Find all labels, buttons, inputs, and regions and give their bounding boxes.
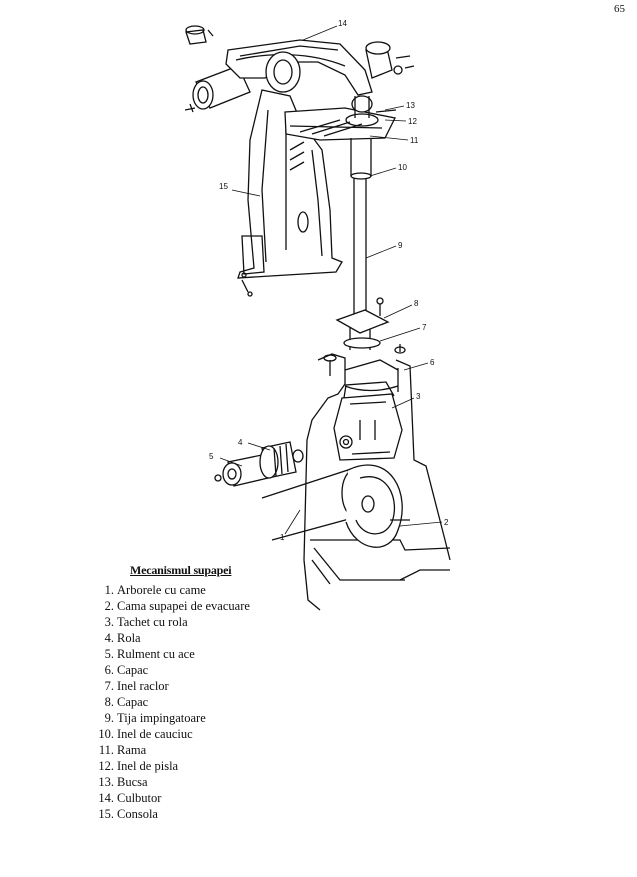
valve-mechanism-diagram: 14 13 12 11 10 9 15 8 7 6 3 4 5 1 2 xyxy=(184,19,451,611)
legend-item: 12.Inel de pisla xyxy=(98,759,179,773)
legend-item: 9.Tija impingatoare xyxy=(104,711,206,725)
callout-15: 15 xyxy=(219,182,228,191)
callout-2: 2 xyxy=(444,518,449,527)
parts-legend: 1.Arborele cu came 2.Cama supapei de eva… xyxy=(90,582,250,822)
leader-lines xyxy=(219,25,443,535)
legend-item: 10.Inel de cauciuc xyxy=(98,727,193,741)
legend-item: 4.Rola xyxy=(104,631,141,645)
callout-12: 12 xyxy=(408,117,417,126)
legend-item: 3.Tachet cu rola xyxy=(104,615,188,629)
callout-7: 7 xyxy=(422,323,427,332)
callout-3: 3 xyxy=(416,392,421,401)
callout-6: 6 xyxy=(430,358,435,367)
legend-item: 8.Capac xyxy=(104,695,149,709)
callout-13: 13 xyxy=(406,101,415,110)
legend-item: 2.Cama supapei de evacuare xyxy=(104,599,250,613)
legend-item: 7.Inel raclor xyxy=(104,679,169,693)
page-number: 65 xyxy=(614,3,625,15)
legend-item: 15.Consola xyxy=(98,807,158,821)
legend-item: 13.Bucsa xyxy=(98,775,148,789)
callout-8: 8 xyxy=(414,299,419,308)
lower-housing xyxy=(303,344,451,611)
legend-item: 11.Rama xyxy=(98,743,147,757)
callout-9: 9 xyxy=(398,241,403,250)
callout-10: 10 xyxy=(398,163,407,172)
frame-rama xyxy=(284,95,397,141)
callout-1: 1 xyxy=(280,533,285,542)
cover-plate xyxy=(335,297,390,349)
callout-5: 5 xyxy=(209,452,214,461)
callout-labels: 14 13 12 11 10 9 15 8 7 6 3 4 5 1 2 xyxy=(209,19,449,542)
legend-item: 14.Culbutor xyxy=(98,791,162,805)
rocker-arm xyxy=(184,25,415,113)
callout-11: 11 xyxy=(410,136,419,145)
roller-and-bearing xyxy=(214,441,304,487)
legend-item: 5.Rulment cu ace xyxy=(104,647,195,661)
callout-14: 14 xyxy=(338,19,347,28)
legend-title: Mecanismul supapei xyxy=(130,563,232,577)
legend-item: 6.Capac xyxy=(104,663,149,677)
camshaft xyxy=(261,464,410,548)
callout-4: 4 xyxy=(238,438,243,447)
legend-item: 1.Arborele cu came xyxy=(104,583,206,597)
